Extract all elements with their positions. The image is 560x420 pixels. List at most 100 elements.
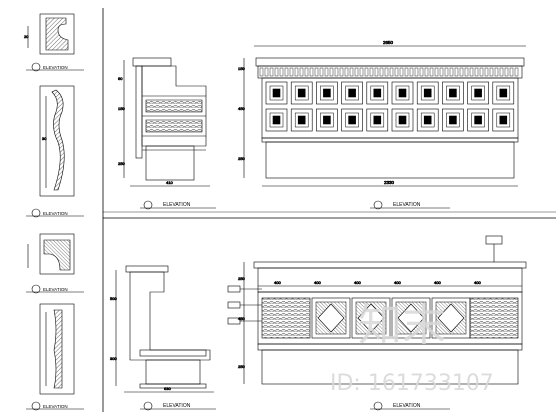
- svg-text:150: 150: [238, 66, 245, 71]
- dentil: [464, 67, 469, 77]
- bottom-dim-label: 400: [474, 280, 481, 285]
- dentil: [509, 67, 514, 77]
- panel-inset: [471, 112, 485, 128]
- dentil: [359, 67, 364, 77]
- panel-inset: [370, 112, 385, 128]
- dentil: [499, 67, 504, 77]
- elevation-label-8: ELEVATION: [393, 403, 421, 409]
- svg-text:410: 410: [166, 180, 173, 185]
- callout-3: ELEVATION: [26, 284, 84, 294]
- cabinet-panel: [265, 108, 288, 132]
- panel-inset: [471, 85, 485, 101]
- svg-text:60: 60: [118, 76, 123, 81]
- cabinet-panel: [391, 108, 414, 132]
- panel-inset: [446, 112, 460, 128]
- panel-grid: [265, 81, 515, 132]
- cabinet-panel: [416, 81, 439, 105]
- bottom-dim-label: 400: [274, 280, 281, 285]
- bottom-dim-label: 400: [434, 280, 441, 285]
- svg-text:500: 500: [110, 296, 117, 301]
- panel-boss: [373, 88, 382, 98]
- watermark: 知末 ID: 161733107: [330, 300, 494, 396]
- dentil: [309, 67, 314, 77]
- dentil: [279, 67, 284, 77]
- cabinet-panel: [492, 108, 515, 132]
- svg-text:250: 250: [238, 276, 245, 281]
- cabinet-panel: [467, 81, 489, 105]
- lattice-panel: [431, 297, 471, 339]
- panel-inset: [446, 85, 460, 101]
- cabinet-panel: [316, 81, 338, 105]
- dentil: [324, 67, 329, 77]
- svg-text:300: 300: [110, 356, 117, 361]
- svg-text:450: 450: [238, 316, 245, 321]
- elevation-label-6: ELEVATION: [393, 202, 421, 208]
- callout-4: ELEVATION: [26, 401, 84, 411]
- dentil: [489, 67, 494, 77]
- callout-7: ELEVATION: [140, 401, 216, 411]
- callout-1: ELEVATION: [26, 62, 84, 72]
- cabinet-panel: [366, 108, 389, 132]
- top-base-dim: 2330: [384, 180, 395, 185]
- panel-inset: [370, 85, 385, 101]
- dentil: [449, 67, 454, 77]
- lattice-panels: [311, 297, 471, 339]
- watermark-logo-text: 知末: [358, 300, 446, 351]
- cabinet-panel: [442, 81, 464, 105]
- elevation-label-2: ELEVATION: [43, 211, 68, 216]
- dentil: [379, 67, 384, 77]
- dentil: [439, 67, 444, 77]
- svg-text:30: 30: [42, 136, 47, 141]
- dentil: [374, 67, 379, 77]
- dentil: [399, 67, 404, 77]
- panel-boss: [323, 88, 331, 98]
- callout-5: ELEVATION: [140, 200, 216, 210]
- panel-boss: [423, 115, 432, 125]
- profile-2: 30: [39, 85, 75, 197]
- panel-boss: [499, 115, 508, 125]
- dentil: [474, 67, 479, 77]
- panel-inset: [420, 112, 435, 128]
- lattice-panel: [311, 297, 351, 339]
- dentil: [404, 67, 409, 77]
- panel-boss: [348, 88, 356, 98]
- dentil: [389, 67, 394, 77]
- dentil: [259, 67, 264, 77]
- dentil: [334, 67, 339, 77]
- dentil: [329, 67, 334, 77]
- dentil: [429, 67, 434, 77]
- cabinet-panel: [290, 108, 313, 132]
- elevation-label-3: ELEVATION: [43, 287, 68, 292]
- lattice-panel: [391, 297, 431, 339]
- dentil: [314, 67, 319, 77]
- svg-text:250: 250: [118, 161, 125, 166]
- panel-inset: [320, 85, 334, 101]
- cabinet-panel: [341, 108, 363, 132]
- bottom-dim-label: 400: [314, 280, 321, 285]
- dentil: [469, 67, 474, 77]
- bottom-dim-label: 400: [394, 280, 401, 285]
- dentil: [434, 67, 439, 77]
- panel-inset: [345, 112, 359, 128]
- panel-inset: [294, 85, 309, 101]
- panel-inset: [496, 112, 511, 128]
- svg-text:250: 250: [238, 364, 245, 369]
- svg-text:150: 150: [118, 106, 125, 111]
- elevation-label-4: ELEVATION: [43, 404, 68, 409]
- profile-1: 20: [24, 13, 75, 55]
- cabinet-panel: [290, 81, 313, 105]
- dentil: [454, 67, 459, 77]
- dentil: [354, 67, 359, 77]
- dentil: [269, 67, 274, 77]
- elevation-label-1: ELEVATION: [43, 65, 68, 70]
- panel-boss: [323, 115, 331, 125]
- lattice-panel: [351, 297, 391, 339]
- bottom-side-section: 500 300 630: [110, 265, 214, 393]
- dentil-row: [259, 67, 519, 77]
- svg-text:250: 250: [238, 156, 245, 161]
- lattice-diamond: [397, 303, 425, 333]
- dentil: [409, 67, 414, 77]
- watermark-id: ID: 161733107: [330, 371, 494, 396]
